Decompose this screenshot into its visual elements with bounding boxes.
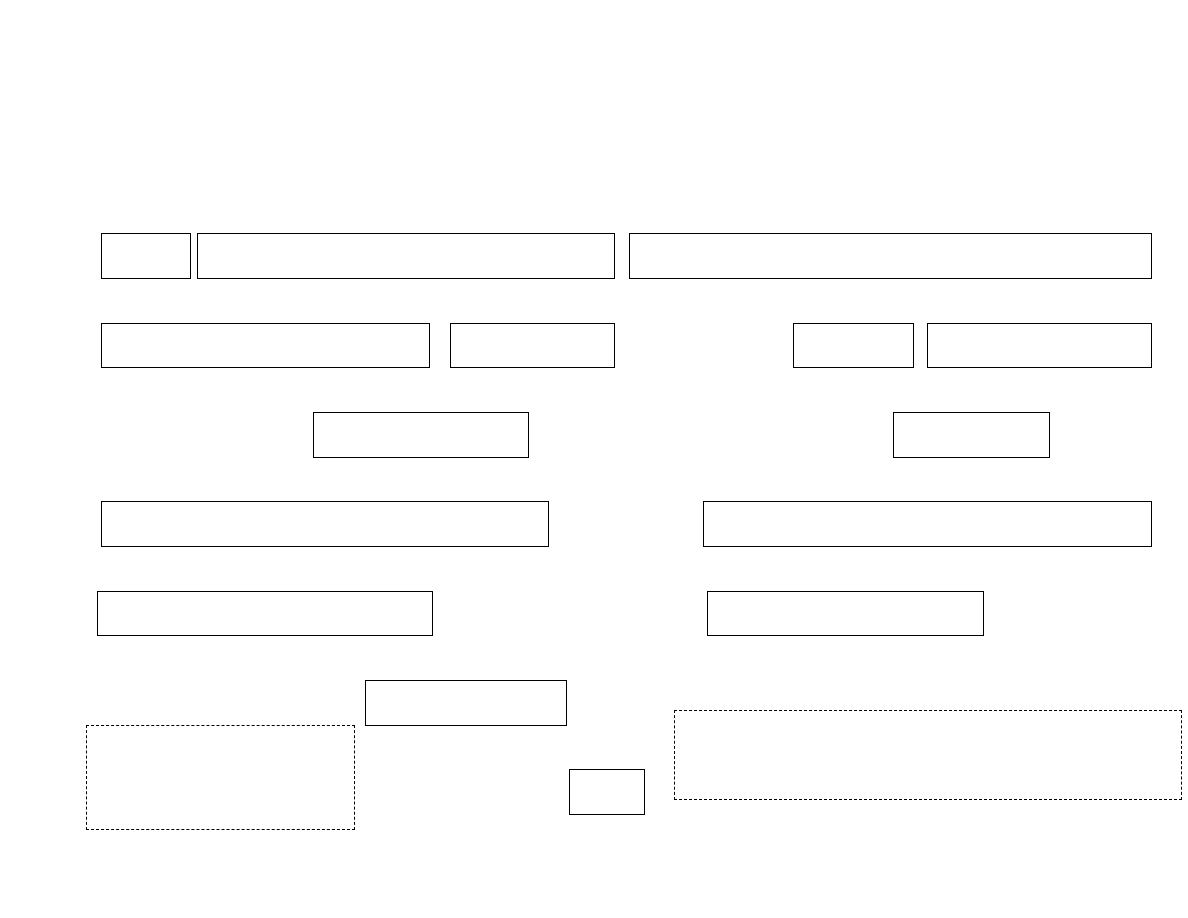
form-field-row3-b[interactable] xyxy=(893,412,1050,458)
dashed-zone-left xyxy=(86,725,355,830)
form-field-row2-d[interactable] xyxy=(927,323,1152,368)
form-field-row2-b[interactable] xyxy=(450,323,615,368)
form-field-row4-a[interactable] xyxy=(101,501,549,547)
form-field-row1-b[interactable] xyxy=(197,233,615,279)
form-field-row1-c[interactable] xyxy=(629,233,1152,279)
form-field-row2-a[interactable] xyxy=(101,323,430,368)
form-field-row7-a[interactable] xyxy=(569,769,645,815)
form-field-row5-a[interactable] xyxy=(97,591,433,636)
dashed-zone-right xyxy=(674,710,1182,800)
form-field-row2-c[interactable] xyxy=(793,323,914,368)
form-field-row4-b[interactable] xyxy=(703,501,1152,547)
form-field-row1-a[interactable] xyxy=(101,233,191,279)
form-field-row3-a[interactable] xyxy=(313,412,529,458)
form-field-row6-a[interactable] xyxy=(365,680,567,726)
form-field-row5-b[interactable] xyxy=(707,591,984,636)
